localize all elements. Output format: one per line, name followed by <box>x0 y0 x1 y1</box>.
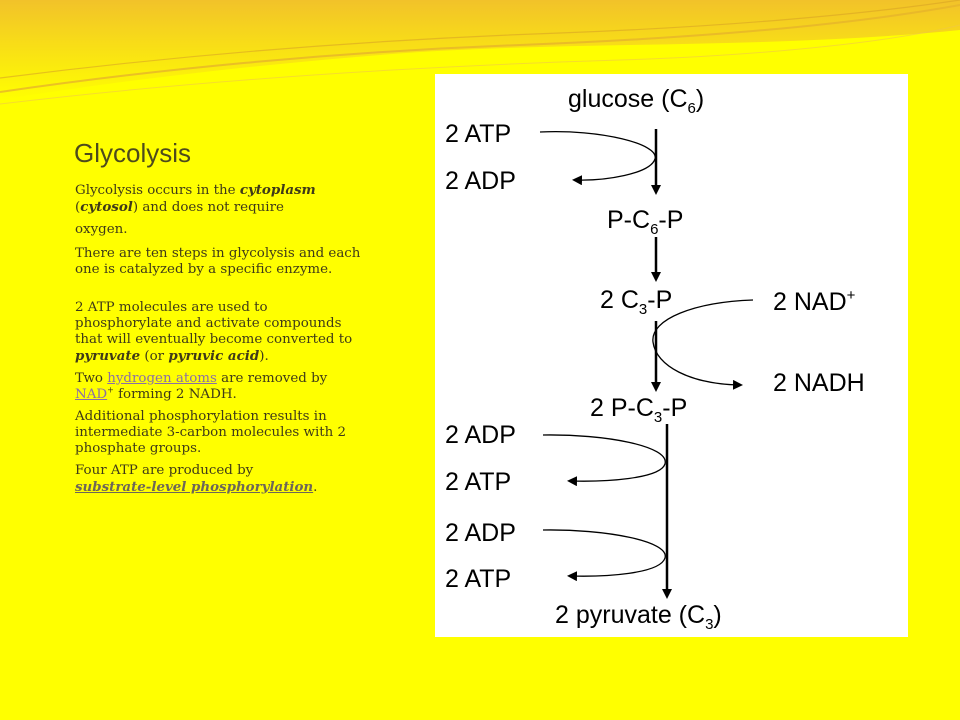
link-hydrogen-atoms[interactable]: hydrogen atoms <box>107 371 217 386</box>
glycolysis-diagram: glucose (C6) 2 ATP 2 ADP P-C6-P 2 C3-P 2… <box>435 74 908 637</box>
paragraph-atp-used: 2 ATP molecules are used to phosphorylat… <box>75 300 367 365</box>
text-run: 2 ATP molecules are used to phosphorylat… <box>75 300 353 347</box>
paragraph-cytoplasm: Glycolysis occurs in the cytoplasm (cyto… <box>75 182 367 216</box>
glycolysis-diagram-svg: glucose (C6) 2 ATP 2 ADP P-C6-P 2 C3-P 2… <box>445 85 865 633</box>
paragraph-four-atp: Four ATP are produced by substrate-level… <box>75 463 367 496</box>
label-pyruvate: 2 pyruvate (C3) <box>555 601 722 633</box>
text-run: forming 2 NADH. <box>113 387 237 402</box>
label-c3-p: 2 C3-P <box>600 286 672 318</box>
arrow-adp-atp-3 <box>542 529 666 582</box>
slide-title: Glycolysis <box>74 138 192 168</box>
term-cytoplasm: cytoplasm <box>239 182 316 198</box>
text-run: Glycolysis occurs in the <box>75 183 240 198</box>
link-nad[interactable]: NAD <box>75 387 108 402</box>
text-run: are removed by <box>216 371 328 386</box>
term-pyruvate: pyruvate <box>75 348 141 364</box>
term-pyruvic-acid: pyruvic acid <box>168 348 260 364</box>
paragraph-ten-steps: There are ten steps in glycolysis and ea… <box>75 246 361 277</box>
label-glucose: glucose (C6) <box>568 85 704 117</box>
label-nad: 2 NAD+ <box>773 287 856 316</box>
label-adp-in-3: 2 ADP <box>445 519 516 547</box>
arrow-nad-nadh <box>652 299 754 390</box>
label-adp-out-1: 2 ADP <box>445 167 516 195</box>
text-run: Two <box>75 371 108 386</box>
arrow-adp-atp-2 <box>542 434 666 487</box>
label-p-c6-p: P-C6-P <box>607 206 683 238</box>
text-run: . <box>313 480 318 495</box>
paragraph-oxygen: oxygen. <box>75 222 128 237</box>
paragraph-hydrogen: Two hydrogen atoms are removed by NAD+ f… <box>75 371 367 403</box>
text-run: Four ATP are produced by <box>75 463 254 478</box>
text-run: ( <box>75 200 81 215</box>
label-nadh: 2 NADH <box>773 369 865 397</box>
slide-body-text: Glycolysis occurs in the cytoplasm (cyto… <box>75 182 367 496</box>
label-atp-out-2: 2 ATP <box>445 468 511 496</box>
text-run: ) and does not require <box>132 200 284 215</box>
link-substrate-level-phosphorylation[interactable]: substrate-level phosphorylation <box>75 479 314 495</box>
superscript-plus: + <box>107 385 114 395</box>
arrow-atp-adp-1 <box>539 130 656 186</box>
label-atp-in-1: 2 ATP <box>445 120 511 148</box>
text-run: ). <box>259 349 269 364</box>
label-adp-in-2: 2 ADP <box>445 421 516 449</box>
label-atp-out-3: 2 ATP <box>445 565 511 593</box>
term-cytosol: cytosol <box>80 199 133 215</box>
label-p-c3-p: 2 P-C3-P <box>590 394 687 426</box>
text-run: (or <box>140 349 169 364</box>
paragraph-additional-phosphorylation: Additional phosphorylation results in in… <box>75 409 347 456</box>
